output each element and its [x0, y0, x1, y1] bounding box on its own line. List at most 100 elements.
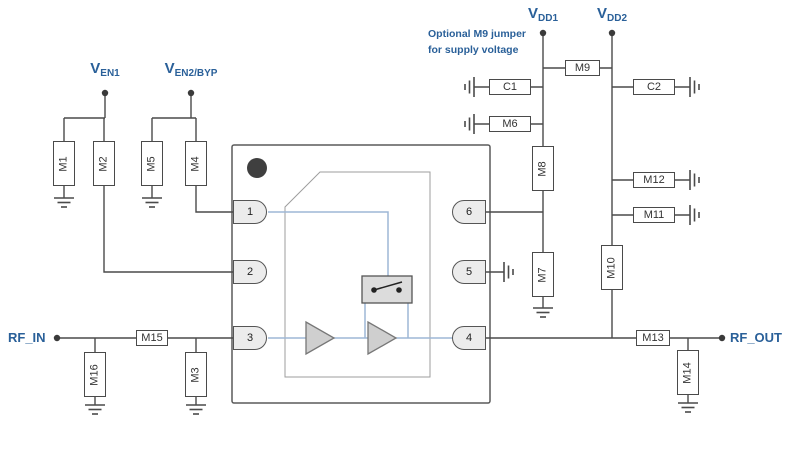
- component-label: M10: [606, 256, 618, 279]
- component-label: M2: [98, 155, 110, 172]
- ground-icon: [141, 197, 163, 208]
- ground-icon: [689, 204, 700, 226]
- amplifier2-icon: [367, 320, 398, 356]
- pin-4: 4: [452, 326, 486, 350]
- pin-number: 3: [246, 332, 254, 344]
- component-m10: M10: [601, 245, 623, 290]
- component-m12: M12: [633, 172, 675, 188]
- internal-signal-wires: [268, 211, 454, 339]
- component-m9: M9: [565, 60, 600, 76]
- rf-out-wiring: [486, 337, 720, 403]
- component-m5: M5: [141, 141, 163, 186]
- component-label: M1: [58, 155, 70, 172]
- label-subscript: EN2/BYP: [174, 68, 218, 79]
- ground-icon: [689, 169, 700, 191]
- ground-icon: [677, 402, 699, 413]
- note-line2: for supply voltage: [428, 43, 519, 56]
- die-outline: [284, 171, 431, 378]
- terminal-dot: [718, 334, 726, 342]
- terminal-dot: [187, 89, 195, 97]
- pin-number: 5: [465, 266, 473, 278]
- component-label: M8: [537, 160, 549, 177]
- label-vdd1: VDD1: [513, 5, 573, 24]
- switch-box: [361, 275, 413, 304]
- component-m11: M11: [633, 207, 675, 223]
- component-label: M14: [682, 361, 694, 384]
- component-label: M15: [141, 332, 163, 344]
- component-m6: M6: [489, 116, 531, 132]
- label-vdd2: VDD2: [582, 5, 642, 24]
- component-label: C2: [646, 81, 662, 93]
- label-ven1: VEN1: [75, 60, 135, 79]
- component-m16: M16: [84, 352, 106, 397]
- ground-icon: [689, 76, 700, 98]
- component-m1: M1: [53, 141, 75, 186]
- component-m4: M4: [185, 141, 207, 186]
- terminal-dot: [608, 29, 616, 37]
- note-optional-jumper: Optional M9 jumper for supply voltage: [428, 27, 543, 59]
- pin-3: 3: [233, 326, 267, 350]
- component-label: M16: [89, 363, 101, 386]
- pin-number: 4: [465, 332, 473, 344]
- component-c2: C2: [633, 79, 675, 95]
- component-m7: M7: [532, 252, 554, 297]
- ground-icon: [84, 404, 106, 415]
- component-label: M9: [574, 62, 591, 74]
- component-label: M7: [537, 266, 549, 283]
- pin-1: 1: [233, 200, 267, 224]
- label-rf-out: RF_OUT: [730, 330, 782, 345]
- ground-icon: [53, 197, 75, 208]
- component-m15: M15: [136, 330, 168, 346]
- label-text: V: [596, 5, 607, 22]
- pin1-marker-dot: [247, 158, 267, 178]
- pin-5: 5: [452, 260, 486, 284]
- component-label: M12: [643, 174, 665, 186]
- rf-signal-path: [268, 303, 454, 339]
- switch-contact-right: [396, 287, 402, 293]
- ven1-wiring: [63, 93, 236, 273]
- label-text: V: [164, 60, 175, 77]
- pin-number: 1: [246, 206, 254, 218]
- bypass-control-wire: [268, 211, 389, 276]
- ground-icon: [464, 113, 475, 135]
- switch-arm: [373, 281, 403, 291]
- component-label: M13: [642, 332, 664, 344]
- component-label: M4: [190, 155, 202, 172]
- terminal-dot: [53, 334, 61, 342]
- label-ven2byp: VEN2/BYP: [151, 60, 231, 79]
- amplifier1-icon: [305, 320, 336, 356]
- note-line1: Optional M9 jumper: [428, 28, 527, 40]
- rf-in-wiring: [57, 337, 236, 405]
- label-subscript: EN1: [100, 68, 120, 79]
- ground-icon: [464, 76, 475, 98]
- ground-icon: [185, 404, 207, 415]
- pin-2: 2: [233, 260, 267, 284]
- ven2-wiring: [151, 93, 236, 213]
- component-label: M6: [502, 118, 518, 130]
- component-c1: C1: [489, 79, 531, 95]
- pin-number: 2: [246, 266, 254, 278]
- component-label: C1: [502, 81, 518, 93]
- component-m8: M8: [532, 146, 554, 191]
- terminal-dot: [539, 29, 547, 37]
- component-label: M3: [190, 366, 202, 383]
- vdd2-wiring: [611, 33, 690, 338]
- component-label: M5: [146, 155, 158, 172]
- pin-number: 6: [465, 206, 473, 218]
- component-label: M11: [643, 209, 665, 221]
- label-subscript: DD2: [607, 13, 628, 24]
- label-text: V: [90, 60, 101, 77]
- component-m2: M2: [93, 141, 115, 186]
- label-subscript: DD1: [538, 13, 559, 24]
- ground-icon: [503, 261, 514, 283]
- label-rf-in: RF_IN: [8, 330, 46, 345]
- component-m13: M13: [636, 330, 670, 346]
- terminal-dot: [101, 89, 109, 97]
- label-text: V: [527, 5, 538, 22]
- component-m14: M14: [677, 350, 699, 395]
- ground-icon: [532, 307, 554, 318]
- component-m3: M3: [185, 352, 207, 397]
- bypass-switch-icon: [361, 275, 413, 304]
